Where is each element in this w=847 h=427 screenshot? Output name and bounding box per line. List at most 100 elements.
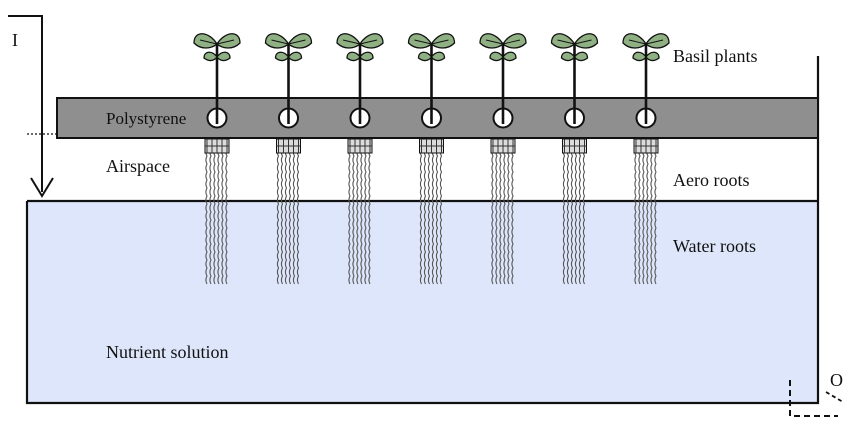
root-strand <box>209 151 212 285</box>
root-strand <box>284 151 288 285</box>
basil-leaf <box>632 51 647 62</box>
basil-leaf <box>560 51 576 62</box>
leaf-vein <box>628 39 664 45</box>
basil-leaf <box>203 51 218 62</box>
root-strand <box>288 151 292 285</box>
net-pot <box>562 138 587 154</box>
aero-roots-label: Aero roots <box>673 170 749 190</box>
root-strand <box>574 151 578 285</box>
basil-leaf <box>430 51 446 62</box>
root-strand <box>423 151 427 285</box>
nutrient-solution-area <box>27 201 818 403</box>
root-strand <box>503 151 506 285</box>
root-strand <box>634 151 637 285</box>
basil-plant <box>479 33 527 285</box>
basil-leaf <box>346 51 361 62</box>
root-strand <box>650 151 653 285</box>
basil-plant <box>407 33 456 285</box>
net-pot <box>347 138 373 154</box>
root-strand <box>439 151 443 285</box>
root-strand <box>364 151 367 285</box>
inlet-label: I <box>12 30 18 50</box>
tank-outline <box>25 56 820 405</box>
basil-leaf <box>417 51 433 62</box>
net-pot <box>490 138 516 154</box>
root-strand <box>582 151 586 285</box>
root-strand <box>368 151 371 285</box>
plant-roots <box>276 151 300 285</box>
root-strand <box>562 151 566 285</box>
root-strand <box>427 151 431 285</box>
basil-leaf <box>645 51 660 62</box>
outlet-arrow <box>825 391 844 403</box>
net-pot <box>204 138 230 154</box>
root-strand <box>511 151 514 285</box>
basil-plant <box>622 33 670 285</box>
root-strand <box>638 151 641 285</box>
root-strand <box>654 151 657 285</box>
root-strand <box>642 151 645 285</box>
root-strand <box>221 151 224 285</box>
basil-plant <box>336 33 384 285</box>
plant-roots <box>562 151 586 285</box>
plant-roots <box>348 151 371 285</box>
root-strand <box>205 151 208 285</box>
water-roots-label: Water roots <box>673 236 756 256</box>
leaf-vein <box>271 39 306 45</box>
root-strand <box>646 151 649 285</box>
root-strand <box>348 151 351 285</box>
root-strand <box>578 151 582 285</box>
leaf-vein <box>342 39 378 45</box>
leaf-vein <box>557 39 592 45</box>
basil-plant <box>550 33 599 285</box>
basil-leaf <box>502 51 517 62</box>
root-strand <box>356 151 359 285</box>
leaf-vein <box>199 39 235 45</box>
plant-roots <box>491 151 514 285</box>
root-strand <box>225 151 228 285</box>
basil-plants-label: Basil plants <box>673 46 758 66</box>
root-strand <box>499 151 502 285</box>
basil-leaf <box>489 51 504 62</box>
outlet-label: O <box>830 370 843 390</box>
root-strand <box>213 151 216 285</box>
basil-leaf <box>274 51 290 62</box>
root-strand <box>352 151 355 285</box>
root-strand <box>491 151 494 285</box>
root-strand <box>280 151 284 285</box>
basil-leaf <box>573 51 589 62</box>
inlet-arrow-head <box>30 177 54 198</box>
outlet-pipe <box>789 380 838 417</box>
basil-leaf <box>359 51 374 62</box>
root-strand <box>419 151 423 285</box>
root-strand <box>276 151 280 285</box>
root-strand <box>217 151 220 285</box>
root-strand <box>360 151 363 285</box>
root-strand <box>435 151 439 285</box>
plant-roots <box>634 151 657 285</box>
root-strand <box>507 151 510 285</box>
root-strand <box>431 151 435 285</box>
net-pot <box>276 138 301 154</box>
leaf-vein <box>485 39 521 45</box>
root-strand <box>570 151 574 285</box>
root-strand <box>566 151 570 285</box>
plants-layer <box>193 33 670 285</box>
plant-roots <box>205 151 228 285</box>
leaf-vein <box>414 39 449 45</box>
inlet-pipe <box>8 15 43 192</box>
plant-roots <box>419 151 443 285</box>
airspace-label: Airspace <box>106 156 170 176</box>
polystyrene-label: Polystyrene <box>106 109 186 128</box>
net-pot <box>419 138 444 154</box>
root-strand <box>292 151 296 285</box>
basil-leaf <box>216 51 231 62</box>
net-pot <box>633 138 659 154</box>
nutrient-solution-label: Nutrient solution <box>106 342 229 362</box>
basil-plant <box>193 33 241 285</box>
root-strand <box>296 151 300 285</box>
root-strand <box>495 151 498 285</box>
basil-plant <box>264 33 313 285</box>
basil-leaf <box>287 51 303 62</box>
